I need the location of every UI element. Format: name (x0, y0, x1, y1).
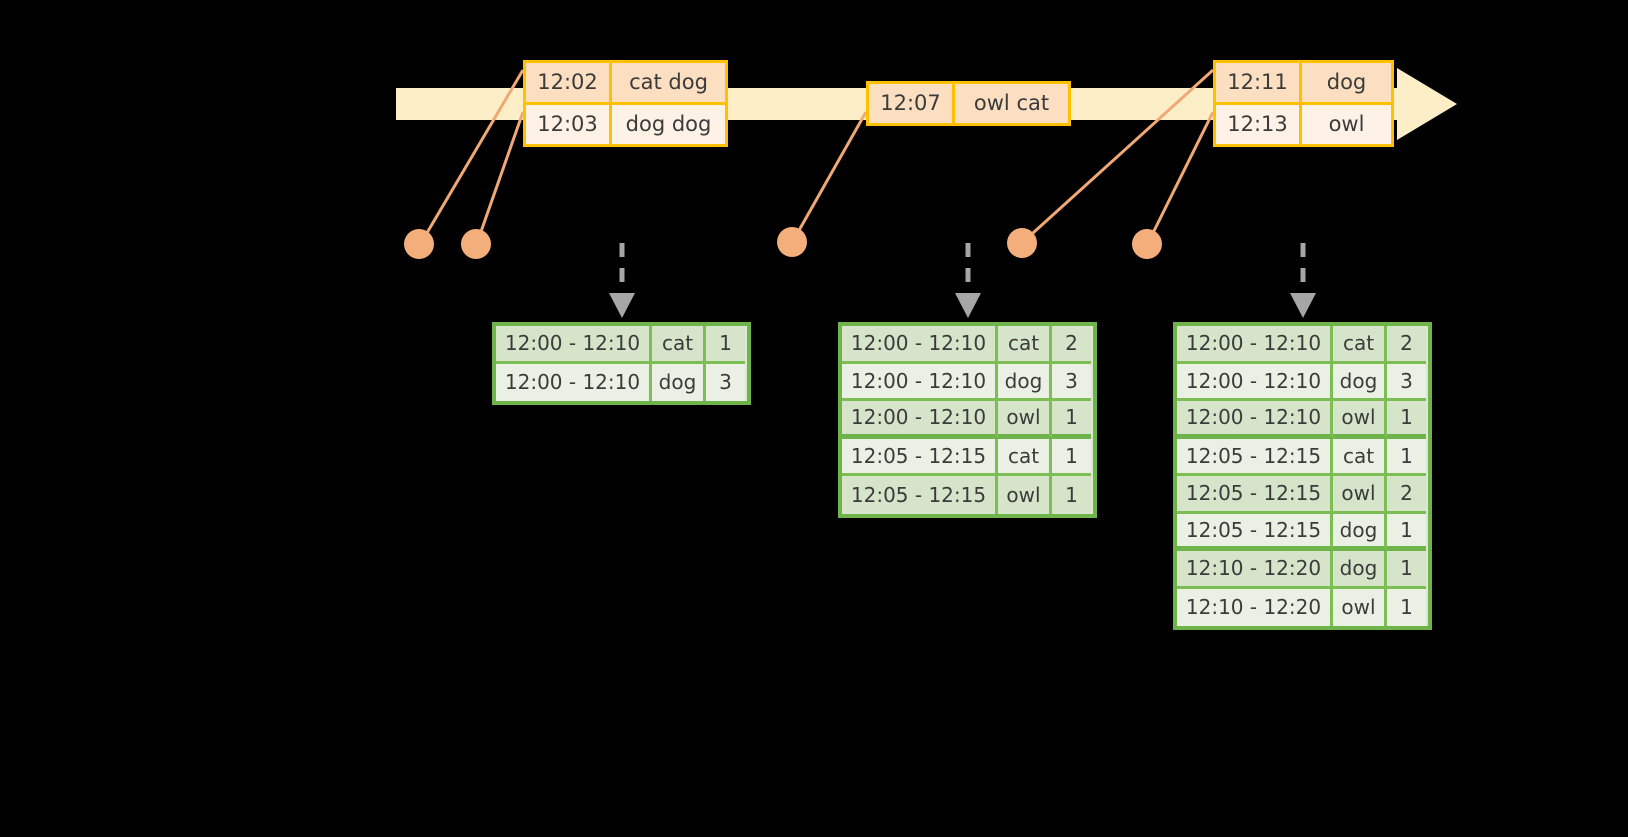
cell-count: 1 (1387, 588, 1426, 626)
cell-count: 1 (1387, 401, 1426, 439)
cell-window: 12:05 - 12:15 (1177, 476, 1333, 514)
emit-arrow-2 (955, 243, 981, 318)
cell-key: dog (1333, 363, 1387, 401)
cell-window: 12:10 - 12:20 (1177, 551, 1333, 589)
connector-line-2 (475, 111, 525, 244)
cell-window: 12:05 - 12:15 (1177, 438, 1333, 476)
connector-dot-2 (461, 229, 491, 259)
cell-count: 3 (1387, 363, 1426, 401)
cell-key: owl (998, 401, 1052, 439)
event-time: 12:02 (526, 63, 612, 102)
connector-dots (404, 227, 1162, 259)
cell-count: 1 (1052, 401, 1091, 439)
event-time: 12:11 (1216, 63, 1302, 102)
event-group-3[interactable]: 12:11 dog 12:13 owl (1213, 60, 1394, 147)
cell-key: owl (1333, 401, 1387, 439)
cell-window: 12:00 - 12:10 (496, 326, 652, 364)
event-row[interactable]: 12:07 owl cat (869, 84, 1068, 123)
event-group-2[interactable]: 12:07 owl cat (866, 81, 1071, 126)
cell-key: dog (1333, 551, 1387, 589)
event-payload: owl cat (955, 84, 1068, 123)
cell-key: owl (1333, 588, 1387, 626)
event-payload: cat dog (612, 63, 725, 102)
cell-count: 2 (1387, 326, 1426, 364)
event-time: 12:13 (1216, 105, 1302, 144)
cell-count: 2 (1052, 326, 1091, 364)
cell-key: dog (1333, 513, 1387, 551)
cell-window: 12:00 - 12:10 (1177, 326, 1333, 364)
cell-count: 3 (706, 363, 745, 401)
event-time: 12:03 (526, 105, 612, 144)
connector-dot-5 (1132, 229, 1162, 259)
cell-window: 12:00 - 12:10 (842, 363, 998, 401)
event-row[interactable]: 12:03 dog dog (526, 102, 725, 144)
cell-key: cat (652, 326, 706, 364)
cell-count: 1 (1052, 476, 1091, 514)
cell-key: cat (1333, 438, 1387, 476)
connector-dot-1 (404, 229, 434, 259)
cell-count: 1 (1387, 438, 1426, 476)
connector-line-3 (791, 111, 868, 242)
cell-key: cat (998, 438, 1052, 476)
connector-line-1 (419, 69, 525, 244)
cell-count: 2 (1387, 476, 1426, 514)
connector-dot-3 (777, 227, 807, 257)
emit-arrow-1 (609, 243, 635, 318)
event-payload: dog dog (612, 105, 725, 144)
cell-window: 12:00 - 12:10 (1177, 401, 1333, 439)
cell-window: 12:00 - 12:10 (1177, 363, 1333, 401)
cell-window: 12:10 - 12:20 (1177, 588, 1333, 626)
cell-key: owl (1333, 476, 1387, 514)
event-group-1[interactable]: 12:02 cat dog 12:03 dog dog (523, 60, 728, 147)
cell-count: 1 (1387, 551, 1426, 589)
cell-count: 1 (706, 326, 745, 364)
cell-window: 12:05 - 12:15 (1177, 513, 1333, 551)
cell-key: owl (998, 476, 1052, 514)
cell-window: 12:05 - 12:15 (842, 438, 998, 476)
cell-key: cat (1333, 326, 1387, 364)
emit-arrows (609, 243, 1316, 318)
event-row[interactable]: 12:13 owl (1216, 102, 1391, 144)
connector-dot-4 (1007, 228, 1037, 258)
emit-arrow-3 (1290, 243, 1316, 318)
event-row[interactable]: 12:11 dog (1216, 63, 1391, 102)
cell-key: dog (998, 363, 1052, 401)
cell-count: 3 (1052, 363, 1091, 401)
connector-line-5 (1146, 111, 1215, 244)
cell-key: cat (998, 326, 1052, 364)
event-time: 12:07 (869, 84, 955, 123)
event-payload: owl (1302, 105, 1391, 144)
cell-window: 12:05 - 12:15 (842, 476, 998, 514)
cell-window: 12:00 - 12:10 (842, 401, 998, 439)
cell-key: dog (652, 363, 706, 401)
event-row[interactable]: 12:02 cat dog (526, 63, 725, 102)
cell-window: 12:00 - 12:10 (842, 326, 998, 364)
cell-window: 12:00 - 12:10 (496, 363, 652, 401)
cell-count: 1 (1387, 513, 1426, 551)
cell-count: 1 (1052, 438, 1091, 476)
event-payload: dog (1302, 63, 1391, 102)
